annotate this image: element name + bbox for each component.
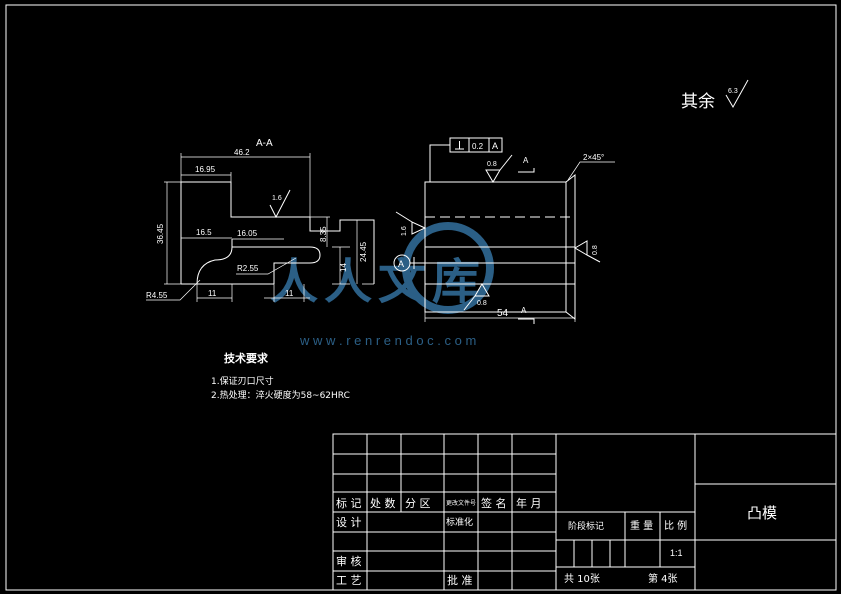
watermark: 人人文库 w w w . r e n r e n d o c . c o m xyxy=(270,222,494,348)
dim-16-05: 16.05 xyxy=(237,229,258,238)
rough-0-8-a: 0.8 xyxy=(487,161,497,168)
section-arrow-a-bottom: A xyxy=(521,306,527,315)
tb-chushu: 处 数 xyxy=(370,497,396,510)
dim-11-b: 11 xyxy=(285,289,294,298)
tech-requirements: 技术要求 1.保证刃口尺寸 2.热处理：淬火硬度为58~62HRC xyxy=(211,351,350,401)
dim-r4-55: R4.55 xyxy=(146,291,168,300)
dim-36-45: 36.45 xyxy=(156,223,165,244)
dim-16-95: 16.95 xyxy=(195,165,216,174)
tech-title: 技术要求 xyxy=(224,351,269,365)
dim-11-a: 11 xyxy=(208,289,217,298)
dim-24-45: 24.45 xyxy=(359,241,368,262)
tb-bili: 比 例 xyxy=(664,519,687,532)
rough-0-8-c: 0.8 xyxy=(477,300,487,307)
dim-46-2: 46.2 xyxy=(234,148,250,157)
tb-sheji: 设 计 xyxy=(336,516,362,529)
dim-16-5: 16.5 xyxy=(196,228,212,237)
roughness-icon-0-8-a xyxy=(485,154,513,183)
section-label: A-A xyxy=(256,138,273,149)
tb-di: 第 4张 xyxy=(648,572,678,585)
tb-jieduan: 阶段标记 xyxy=(568,520,604,532)
dim-r2-55: R2.55 xyxy=(237,264,259,273)
roughness-icon-1-6-a xyxy=(269,189,291,219)
tol-value: 0.2 xyxy=(472,142,484,151)
tb-scale: 1:1 xyxy=(670,548,683,558)
dim-14: 14 xyxy=(339,263,348,272)
tb-fenqu: 分 区 xyxy=(405,497,431,510)
title-block: 标 记 处 数 分 区 更改文件号 签 名 年 月 设 计 标准化 阶段标记 重… xyxy=(332,433,837,591)
watermark-logo-text: 人人文库 xyxy=(270,254,486,310)
tb-qianming: 签 名 xyxy=(481,496,507,510)
tech-item-2: 2.热处理：淬火硬度为58~62HRC xyxy=(211,389,350,401)
tb-nianyue: 年 月 xyxy=(516,496,542,510)
tb-shenhe: 审 核 xyxy=(336,554,362,568)
tolerance-frame xyxy=(449,137,503,153)
tb-gong: 共 10张 xyxy=(564,573,600,585)
tb-drawing-title: 凸模 xyxy=(747,504,777,522)
tol-datum: A xyxy=(492,141,498,151)
tb-zhongliang: 重 量 xyxy=(630,519,653,532)
tb-biaoji: 标 记 xyxy=(336,496,362,510)
rough-1-6-b: 1.6 xyxy=(401,226,408,236)
datum-label: A xyxy=(398,259,404,269)
chamfer-label: 2×45° xyxy=(583,153,604,162)
roughness-icon-0-8-b xyxy=(574,240,601,263)
section-view-left: A-A 46.2 16.95 16.5 16.05 36.45 8.35 24.… xyxy=(146,138,375,302)
dim-54: 54 xyxy=(497,308,509,319)
surface-roughness-note: 其余 6.3 xyxy=(681,79,749,112)
tb-biaozhunhua: 标准化 xyxy=(446,516,473,528)
dim-8-35: 8.35 xyxy=(319,226,328,242)
surface-note-value: 6.3 xyxy=(728,88,738,95)
roughness-icon-1-6-b xyxy=(395,211,427,235)
perpendicularity-icon xyxy=(455,141,464,150)
tb-pizhun: 批 准 xyxy=(447,573,473,587)
watermark-logo-ring xyxy=(402,222,494,314)
roughness-icon-0-8-c xyxy=(463,283,490,311)
watermark-url: w w w . r e n r e n d o c . c o m xyxy=(299,333,476,348)
tech-item-1: 1.保证刃口尺寸 xyxy=(211,375,274,387)
roughness-symbol-icon xyxy=(725,79,749,109)
surface-note-text: 其余 xyxy=(681,92,715,112)
part-outline-left xyxy=(180,181,375,285)
section-arrow-a-top: A xyxy=(523,156,529,165)
tb-genggai: 更改文件号 xyxy=(446,499,476,507)
side-view-right: 54 0.2 A 0.8 A A 2×45° 1.6 0.8 0.8 A xyxy=(393,137,615,324)
rough-0-8-b: 0.8 xyxy=(592,245,599,255)
rough-1-6-a: 1.6 xyxy=(272,195,282,202)
tb-gongyi: 工 艺 xyxy=(336,574,362,587)
